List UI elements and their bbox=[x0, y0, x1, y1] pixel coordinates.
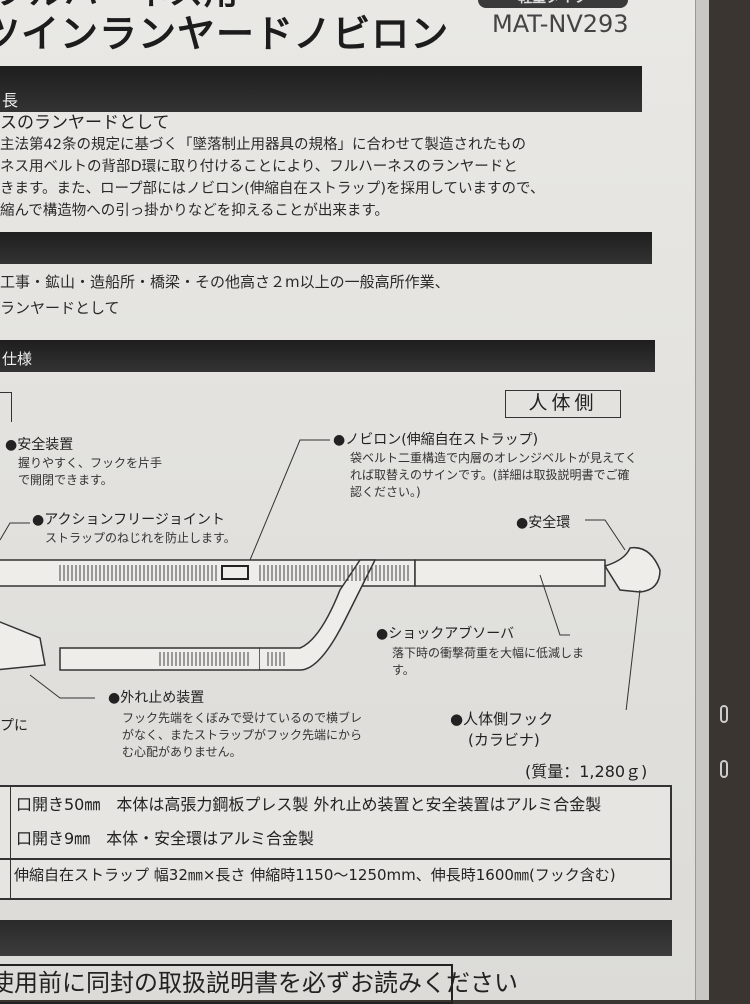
lower-strap-curve bbox=[260, 559, 377, 671]
leader-nobiron bbox=[249, 439, 330, 561]
page-edge bbox=[695, 0, 709, 1000]
callout-shock-absorber-title: ●ショックアブソーバ bbox=[376, 626, 515, 642]
callout-action-joint-desc: ストラップのねじれを防止します。 bbox=[45, 531, 236, 545]
section-band-usage bbox=[0, 232, 652, 264]
section-band-bottom bbox=[0, 920, 672, 956]
leader-shock bbox=[539, 574, 570, 636]
usage-line: 工事・鉱山・造船所・橋梁・その他高さ２m以上の一般高所作業、 bbox=[0, 273, 450, 291]
frame-corner bbox=[0, 392, 12, 422]
paragraph-line: 縮んで構造物への引っ掛かりなどを抑えることが出来ます。 bbox=[0, 203, 389, 219]
callout-left-fragment: プに bbox=[0, 718, 28, 734]
spec-row: 口開き50㎜ 本体は高張力鋼板プレス製 外れ止め装置と安全装置はアルミ合金製 bbox=[0, 785, 672, 823]
section-band-features: 長 bbox=[0, 66, 642, 112]
model-number: MAT-NV293 bbox=[492, 10, 629, 38]
spec-row: 口開き9㎜ 本体・安全環はアルミ合金製 bbox=[0, 821, 672, 860]
paragraph-line: ネス用ベルトの背部D環に取り付けることにより、フルハーネスのランヤードと bbox=[0, 159, 518, 175]
callout-nobiron-title: ●ノビロン(伸縮自在ストラップ) bbox=[333, 432, 539, 448]
label-patch bbox=[221, 565, 249, 580]
side-label: 人体側 bbox=[505, 390, 621, 418]
callout-body-hook-title: ●人体側フック bbox=[450, 710, 554, 728]
leader-ring bbox=[585, 519, 626, 551]
left-hook bbox=[0, 621, 46, 671]
lanyard-diagram bbox=[0, 439, 661, 710]
type-badge: 軽量タイプ bbox=[478, 0, 628, 8]
section-band-spec: 仕様 bbox=[0, 340, 655, 372]
usage-line: ランヤードとして bbox=[0, 299, 120, 317]
callout-stopper-desc: フック先端をくぼみで受けているので横ブレがなく、またストラップがフック先端にから… bbox=[122, 711, 363, 759]
spec-row: 伸縮自在ストラップ 幅32㎜×長さ 伸縮時1150～1250mm、伸長時1600… bbox=[0, 858, 672, 900]
weight-label: (質量：1,280ｇ) bbox=[525, 762, 648, 781]
subheading: スのランヤードとして bbox=[0, 113, 170, 133]
leader-stopper bbox=[29, 674, 95, 699]
callout-stopper-title: ●外れ止め装置 bbox=[108, 690, 205, 706]
notice-box: 使用前に同封の取扱説明書を必ずお読みください bbox=[0, 964, 518, 1004]
rivet bbox=[720, 705, 728, 723]
package-page: フルハーネス用 ツインランヤードノビロン 軽量タイプ MAT-NV293 長 ス… bbox=[0, 0, 695, 1004]
leader-hook bbox=[625, 589, 641, 710]
section-heading: 長 bbox=[2, 91, 19, 110]
callout-nobiron-desc: 袋ベルト二重構造で内層のオレンジベルトが見えてくれば取替えのサインです。(詳細は… bbox=[350, 451, 638, 499]
callout-action-joint-title: ●アクションフリージョイント bbox=[32, 512, 225, 528]
callout-shock-absorber-desc: 落下時の衝撃荷重を大幅に低減します。 bbox=[392, 646, 585, 677]
callout-safety-device-title: ●安全装置 bbox=[5, 437, 74, 453]
rivet bbox=[720, 760, 728, 778]
paragraph-line: 主法第42条の規定に基づく「墜落制止用器具の規格」に合わせて製造されたもの bbox=[0, 137, 526, 153]
title-line1: フルハーネス用 bbox=[0, 0, 239, 10]
callout-safety-ring-title: ●安全環 bbox=[516, 515, 571, 531]
spec-row-text: 伸縮自在ストラップ 幅32㎜×長さ 伸縮時1150～1250mm、伸長時1600… bbox=[14, 866, 616, 884]
title-line2: ツインランヤードノビロン bbox=[0, 12, 450, 56]
carabiner-hook bbox=[603, 546, 661, 593]
spec-row-text: 口開き50㎜ 本体は高張力鋼板プレス製 外れ止め装置と安全装置はアルミ合金製 bbox=[16, 795, 602, 814]
paragraph-line: きます。また、ロープ部にはノビロン(伸縮自在ストラップ)を採用していますので、 bbox=[0, 181, 545, 197]
callout-body-hook-sub: (カラビナ) bbox=[468, 731, 540, 749]
spec-row-text: 口開き9㎜ 本体・安全環はアルミ合金製 bbox=[16, 829, 315, 848]
leader-joint bbox=[0, 522, 30, 541]
section-heading: 仕様 bbox=[2, 350, 33, 368]
shock-absorber-body bbox=[414, 559, 606, 587]
callout-safety-device-desc: 握りやすく、フックを片手で開閉できます。 bbox=[18, 456, 163, 487]
